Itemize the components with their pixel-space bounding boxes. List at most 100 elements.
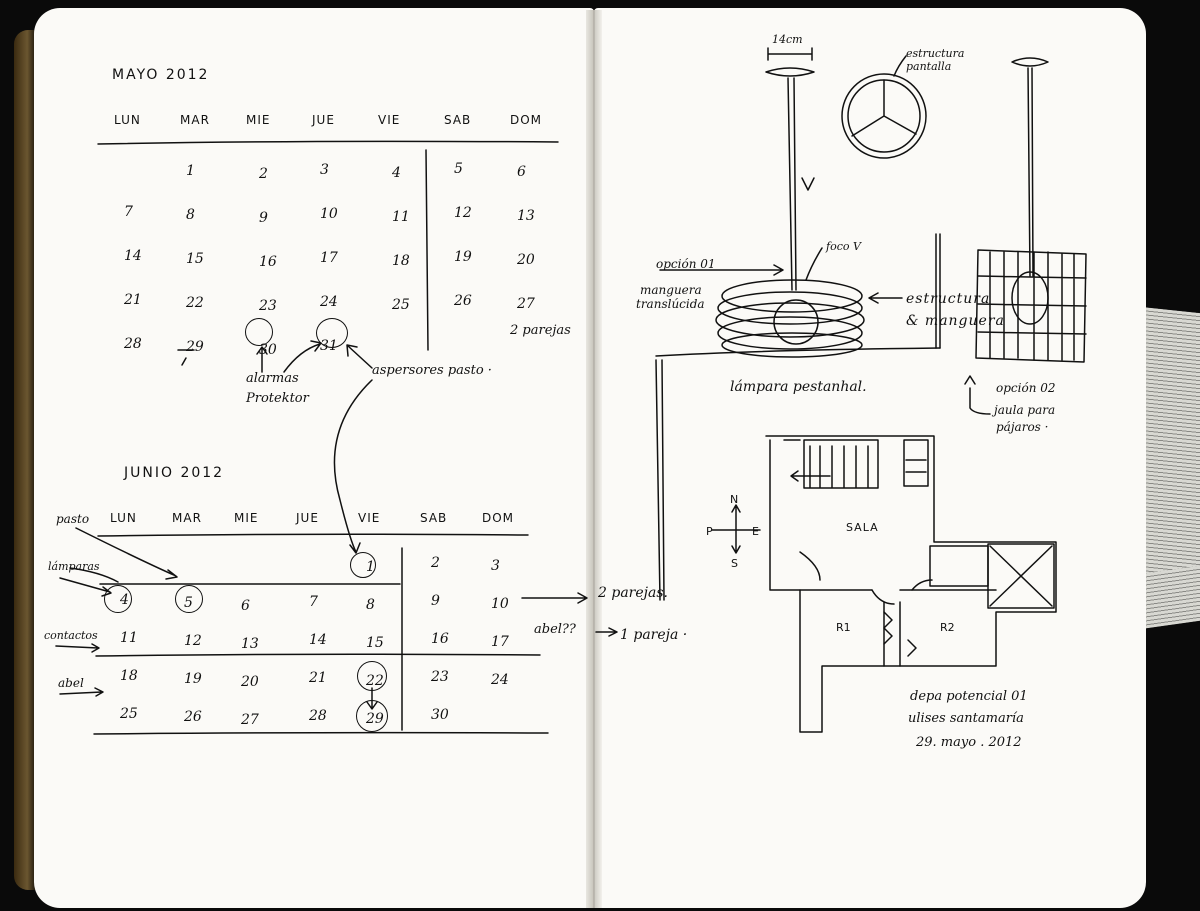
arrow-estructura [868,292,903,304]
may-day-2: 2 [259,166,268,182]
arrow-aspersores [346,344,373,369]
june-day-30: 30 [431,707,449,723]
june-day-8: 8 [366,597,375,613]
june-day-26: 26 [184,709,202,725]
lamp02-wire [935,233,941,349]
june-header-jue: JUE [296,511,319,525]
lamp-wire-down [655,359,665,601]
june-header-mie: MIE [234,511,259,525]
lamp02-cage-bars [977,251,1087,361]
lamp01-hose-5 [721,332,863,358]
label-jaula: jaula para [994,403,1056,417]
june-day-15: 15 [366,635,384,651]
may-day-20: 20 [517,252,535,268]
may-day-23: 23 [259,298,277,314]
label-fecha: 29. mayo . 2012 [916,735,1022,750]
may-header-sab: SAB [444,113,472,127]
june-circle-5 [175,585,203,613]
label-lampara: lámpara pestanhal. [730,379,867,395]
tick-29 [177,349,195,366]
arrow-abel [59,687,104,697]
may-day-8: 8 [186,207,195,223]
june-header-lun: LUN [110,511,137,525]
arrow-lamparas-2 [69,567,119,583]
lamp01-hose-3 [715,302,865,338]
plan-stair-arrow [790,470,831,482]
shade-structure-outer [841,73,927,159]
june-circle-22 [357,661,387,691]
plan-closet [883,611,917,657]
june-side-pasto: pasto [56,512,90,526]
june-day-20: 20 [241,674,259,690]
may-day-24: 24 [320,294,338,310]
lamp01-hose-1 [721,279,863,313]
may-day-1: 1 [186,163,195,179]
june-header-rule [97,533,529,537]
june-day-14: 14 [309,632,327,648]
may-day-11: 11 [392,209,410,225]
label-opcion01: opción 01 [656,257,716,271]
shade-structure-spokes [851,79,917,137]
may-header-mie: MIE [246,113,271,127]
june-header-mar: MAR [172,511,202,525]
june-note-abel: abel?? [534,622,576,637]
compass-n: N [730,493,739,506]
arrow-alarmas [256,346,268,373]
may-day-27: 27 [517,296,535,312]
lamp01-hose-4 [717,316,863,350]
left-page [34,8,594,908]
arrow-lamparas [59,577,112,597]
may-day-10: 10 [320,206,338,222]
june-day-27: 27 [241,712,259,728]
may-day-16: 16 [259,254,277,270]
june-day-3: 3 [491,558,500,574]
may-header-vie: VIE [378,113,401,127]
room-r2: R2 [940,621,955,634]
june-day-21: 21 [309,670,327,686]
june-day-16: 16 [431,631,449,647]
dim-14cm: 14cm [772,33,803,46]
june-header-sab: SAB [420,511,448,525]
lamp01-canopy [765,67,815,77]
may-day-6: 6 [517,164,526,180]
arrow-foco [805,247,823,281]
plan-stairs [803,439,879,489]
arrow-week2 [521,592,588,604]
june-day-25: 25 [120,706,138,722]
may-day-28: 28 [124,336,142,352]
may-day-21: 21 [124,292,142,308]
plan-doors [783,439,933,605]
arrow-opcion02 [964,375,991,415]
june-day-10: 10 [491,596,509,612]
lamp01-cord [787,77,797,291]
shade-label-line [893,55,907,77]
plan-terrace [987,543,1055,609]
label-foco: foco V [826,240,861,253]
june-circle-4 [104,585,132,613]
june-day-13: 13 [241,636,259,652]
may-header-jue: JUE [312,113,335,127]
may-day-26: 26 [454,293,472,309]
may-day-9: 9 [259,210,268,226]
may-annot-aspersores: aspersores pasto · [372,363,492,378]
june-side-lamparas: lámparas [48,560,100,573]
june-note-1pareja: 1 pareja · [620,627,688,643]
compass-e: E [752,525,759,538]
may-day-13: 13 [517,208,535,224]
june-side-abel: abel [58,676,84,690]
compass-p: P [706,525,713,538]
lamp01-arrow-down [801,177,815,191]
lamp-base-line [655,347,941,357]
june-day-28: 28 [309,708,327,724]
june-circle-1 [350,552,376,578]
label-estructura-pantalla: estructura pantalla [906,47,965,73]
june-side-contactos: contactos [44,629,98,642]
june-day-2: 2 [431,555,440,571]
lamp02-canopy [1011,57,1049,67]
may-day-18: 18 [392,253,410,269]
label-y-manguera: & manguera [906,313,1005,329]
room-sala: SALA [846,521,879,534]
may-day-14: 14 [124,248,142,264]
may-day-4: 4 [392,165,401,181]
